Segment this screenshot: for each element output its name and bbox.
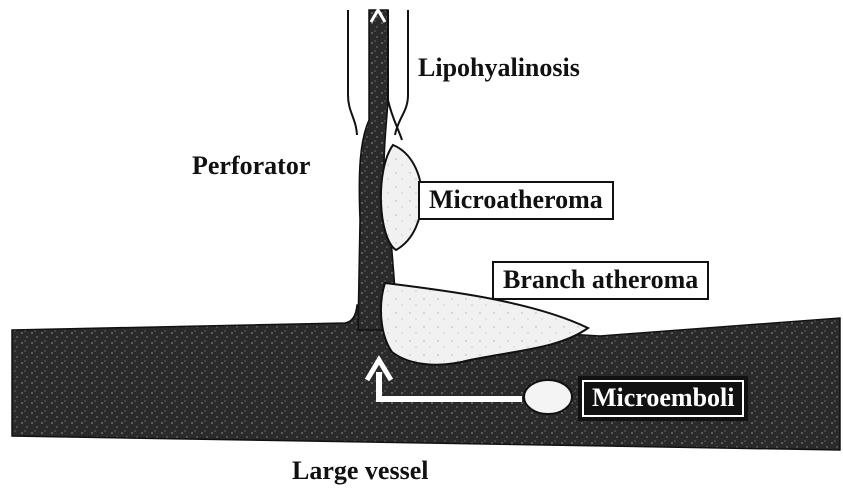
perforator-outer-wall-left <box>348 10 357 135</box>
label-microatheroma: Microatheroma <box>418 181 614 220</box>
microatheroma-plaque <box>381 145 422 250</box>
perforator-outer-wall-right <box>395 10 408 135</box>
label-lipohyalinosis: Lipohyalinosis <box>418 55 580 81</box>
label-perforator: Perforator <box>192 153 310 179</box>
label-branch-atheroma: Branch atheroma <box>492 261 709 300</box>
microembolus <box>524 380 572 414</box>
label-large-vessel: Large vessel <box>292 458 428 484</box>
label-microemboli: Microemboli <box>578 376 748 421</box>
